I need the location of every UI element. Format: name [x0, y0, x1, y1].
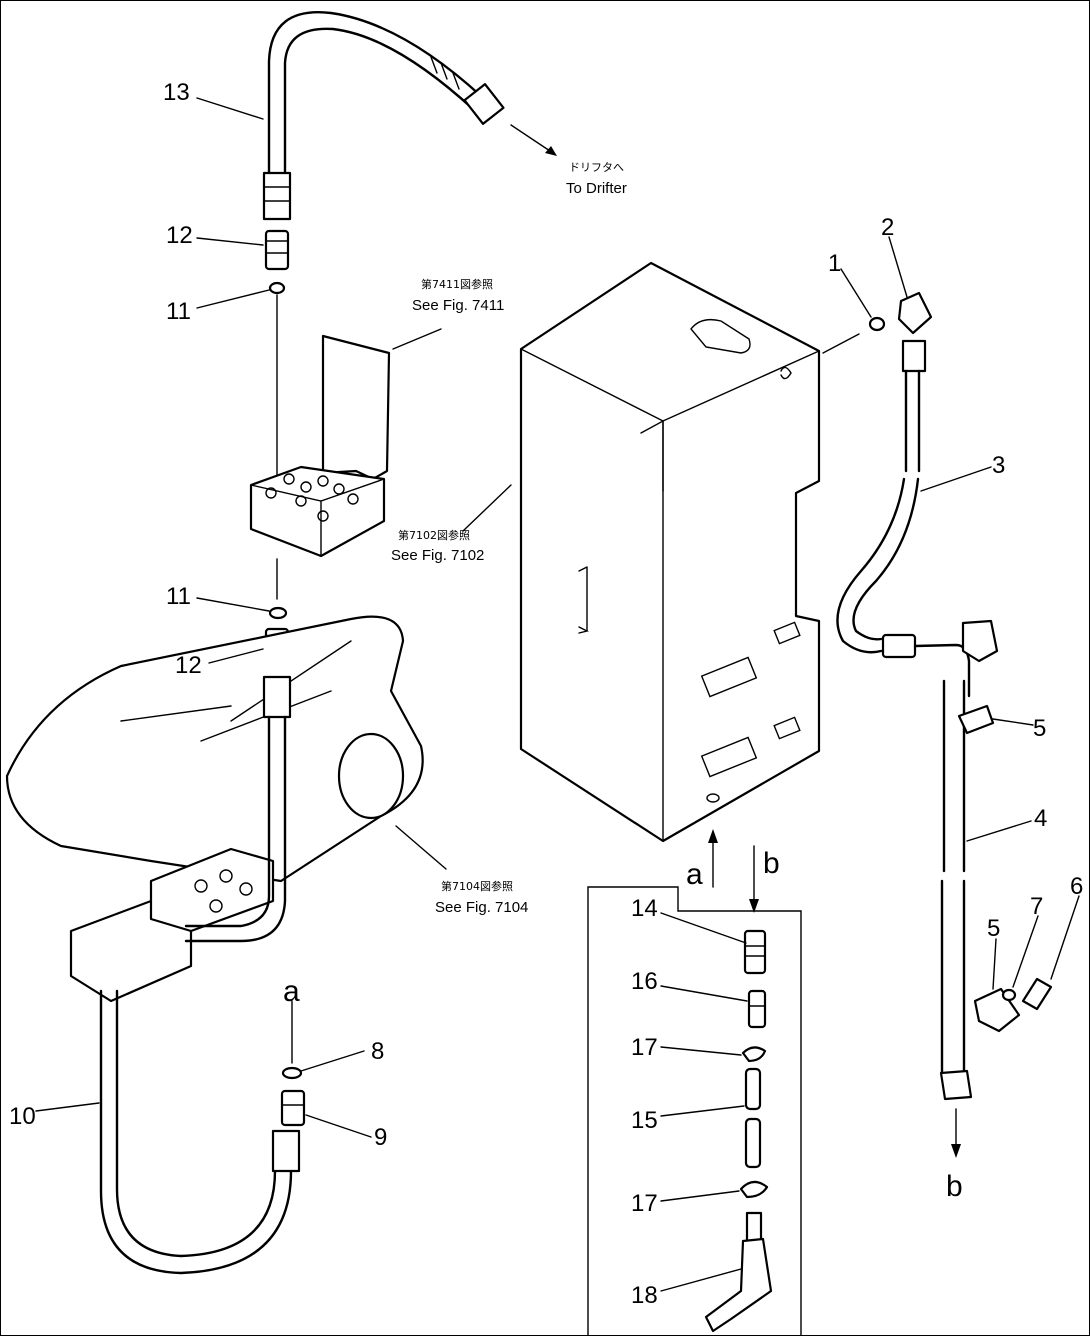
hose-10	[99, 675, 301, 1275]
part-label-16: 16	[631, 968, 658, 995]
drifter-arrow-head	[545, 146, 557, 156]
part-label-9: 9	[374, 1124, 387, 1151]
valve-block-7411	[249, 334, 391, 558]
connector-b-tank: b	[763, 847, 780, 880]
drain-plug-16	[747, 989, 767, 1029]
part-label-11-lower: 11	[166, 583, 191, 610]
drain-valve-18	[704, 1211, 773, 1333]
connector-b-right: b	[946, 1170, 963, 1203]
hydraulic-tank-7102	[519, 261, 821, 843]
fig7104-note-jp: 第7104図参照	[441, 879, 513, 893]
leader-lines	[35, 97, 1080, 1292]
part-label-14: 14	[631, 895, 658, 922]
part-label-4: 4	[1034, 805, 1047, 832]
clip-5-upper	[957, 704, 995, 735]
part-label-8: 8	[371, 1038, 384, 1065]
part-label-17-lower: 17	[631, 1190, 658, 1217]
part-label-2: 2	[881, 214, 894, 241]
part-label-12-lower: 12	[175, 652, 202, 679]
fig7411-leader	[392, 328, 442, 350]
connector-a-tank: a	[686, 858, 703, 891]
o-ring-8	[281, 1066, 303, 1080]
washer-7	[1001, 988, 1017, 1002]
part-label-5-lower: 5	[987, 915, 1000, 942]
arrow-a-head	[708, 829, 718, 843]
drifter-note-jp: ドリフタへ	[569, 161, 624, 174]
drain-14	[743, 929, 767, 975]
hose-13	[262, 11, 505, 221]
part-label-1: 1	[828, 250, 841, 277]
fig7102-note-jp: 第7102図参照	[398, 528, 470, 542]
o-ring-1	[868, 316, 886, 332]
connector-b-right-head	[951, 1144, 961, 1158]
detail-box-outline	[587, 886, 802, 1335]
clamp-17-lower	[739, 1180, 769, 1199]
part-label-11-upper: 11	[166, 298, 191, 325]
part-label-12-upper: 12	[166, 222, 193, 249]
part-label-13: 13	[163, 79, 190, 106]
part-label-6: 6	[1070, 873, 1083, 900]
control-lever-7104	[5, 615, 424, 1003]
part-label-7: 7	[1030, 893, 1043, 920]
hose-3	[836, 339, 927, 659]
hose-15-lower	[744, 1117, 762, 1169]
o-ring-11-lower	[268, 606, 288, 620]
fig7411-note-en: See Fig. 7411	[412, 297, 504, 314]
drifter-note-en: To Drifter	[566, 180, 627, 197]
part-label-10: 10	[9, 1103, 36, 1130]
o-ring-11-upper	[268, 281, 286, 295]
bolt-6	[1021, 977, 1053, 1011]
fig7104-note-en: See Fig. 7104	[435, 899, 528, 916]
part-label-3: 3	[992, 452, 1005, 479]
hose-15-upper	[744, 1067, 762, 1111]
fig7102-leader	[462, 484, 512, 532]
connector-a-left: a	[283, 975, 300, 1008]
part-label-15: 15	[631, 1107, 658, 1134]
fig7411-note-jp: 第7411図参照	[421, 277, 493, 291]
part-label-5-upper: 5	[1033, 715, 1046, 742]
clamp-17-upper	[741, 1046, 767, 1063]
elbow-2	[897, 291, 933, 335]
adapter-9	[280, 1089, 306, 1127]
pipe-4	[913, 619, 999, 1101]
fig7102-note-en: See Fig. 7102	[391, 547, 484, 564]
adapter-12-upper	[264, 229, 290, 271]
part-label-18: 18	[631, 1282, 658, 1309]
part-label-17-upper: 17	[631, 1034, 658, 1061]
fig7104-leader	[395, 825, 447, 870]
arrow-b-head	[749, 899, 759, 913]
drifter-arrow-line	[510, 124, 554, 154]
